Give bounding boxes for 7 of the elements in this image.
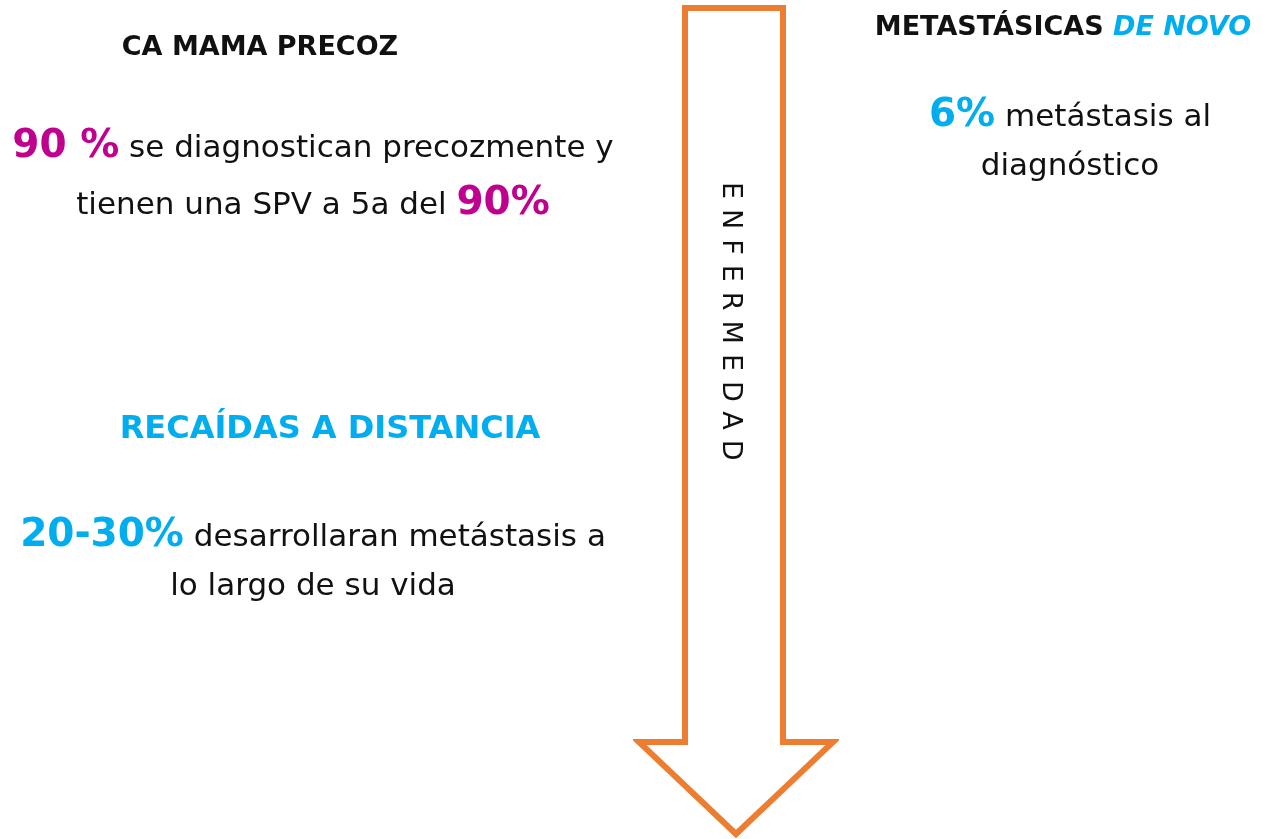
paragraph: 6% metástasis al diagnóstico <box>927 89 1213 184</box>
heading: RECAÍDAS A DISTANCIA <box>118 408 542 446</box>
heading: METASTÁSICAS DE NOVO <box>873 10 1253 41</box>
paragraph: 20-30% desarrollaran metástasis a lo largo de su vida <box>19 509 607 604</box>
paragraph: 90 % se diagnostican precozmente y tienen una SPV a 5a del 90% <box>11 120 615 225</box>
vertical-label: ENFERMEDAD <box>717 182 748 471</box>
heading: CA MAMA PRECOZ <box>120 30 400 61</box>
